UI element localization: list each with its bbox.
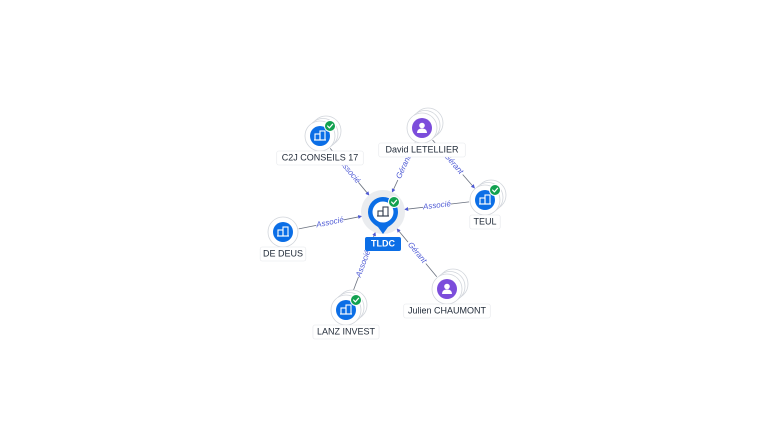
edge-label: Associé: [354, 248, 373, 279]
center-label: TLDC: [371, 238, 395, 248]
edge-teul-center: Associé: [404, 199, 470, 213]
edge-label-bg: [315, 214, 345, 231]
node-label-box: [469, 214, 501, 230]
nodes-layer: C2J CONSEILS 17 DE DEUS LANZ INVEST David L…: [259, 107, 507, 340]
building-icon: [314, 130, 326, 141]
center-node[interactable]: TLDC: [361, 190, 405, 251]
node-julien[interactable]: Julien CHAUMONT: [403, 268, 491, 319]
building-icon: [277, 226, 289, 237]
verified-check-icon: [350, 294, 362, 306]
edge-label-bg: [422, 199, 452, 213]
person-icon: [442, 283, 452, 294]
building-icon: [340, 304, 352, 315]
edge-label: Associé: [422, 199, 452, 211]
verified-check-icon: [489, 184, 501, 196]
node-lanz[interactable]: LANZ INVEST: [312, 289, 380, 340]
center-label-box: [365, 237, 401, 251]
edge-label-bg: [404, 238, 430, 267]
node-label: DE DEUS: [263, 248, 303, 258]
edge-label-bg: [393, 152, 415, 183]
node-label: C2J CONSEILS 17: [282, 152, 359, 162]
node-label-box: [276, 150, 364, 166]
node-teul[interactable]: TEUL: [469, 179, 507, 230]
building-icon: [479, 194, 491, 205]
verified-check-icon: [388, 196, 400, 208]
node-david[interactable]: David LETELLIER: [378, 107, 466, 158]
edge-dedeus-center: Associé: [298, 214, 363, 231]
node-dedeus[interactable]: DE DEUS: [259, 216, 307, 262]
edge-julien-center: Gérant: [396, 228, 438, 277]
node-label: Julien CHAUMONT: [408, 305, 487, 315]
node-label: TEUL: [473, 216, 496, 226]
person-icon: [417, 122, 427, 133]
edge-label: Gérant: [394, 153, 413, 180]
building-icon: [377, 206, 389, 217]
node-label-box: [403, 303, 491, 319]
node-label: David LETELLIER: [385, 144, 459, 154]
node-label: LANZ INVEST: [317, 326, 376, 336]
verified-check-icon: [324, 120, 336, 132]
node-label-box: [312, 324, 380, 340]
node-label-box: [378, 142, 466, 158]
node-c2j[interactable]: C2J CONSEILS 17: [276, 115, 364, 166]
node-label-box: [259, 246, 307, 262]
edge-label-bg: [353, 248, 374, 279]
